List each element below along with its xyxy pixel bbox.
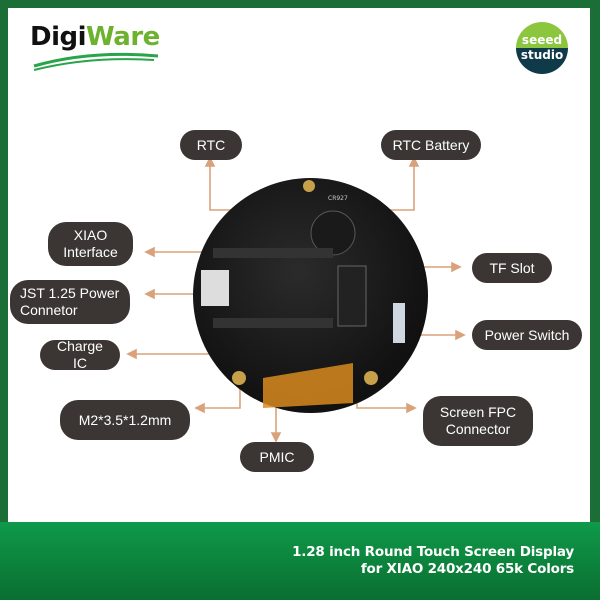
xiao-line1: XIAO <box>73 227 108 243</box>
round-display-board: CR927 <box>193 178 428 413</box>
label-rtc-battery: RTC Battery <box>381 130 481 160</box>
label-pmic: PMIC <box>240 442 314 472</box>
label-power-switch: Power Switch <box>472 320 582 350</box>
studio-text: studio <box>520 48 564 62</box>
logo-ware: Ware <box>86 22 160 52</box>
seeed-text: seeed <box>521 33 563 47</box>
jst-line1: JST 1.25 Power <box>20 285 120 301</box>
logo-swoosh-icon <box>33 52 159 71</box>
digiware-logo: DigiWare <box>30 22 170 72</box>
logo-digi: Digi <box>30 22 87 52</box>
product-title: 1.28 inch Round Touch Screen Display for… <box>292 544 574 578</box>
label-screw: M2*3.5*1.2mm <box>60 400 190 440</box>
label-tf-slot: TF Slot <box>472 253 552 283</box>
fpc-line1: Screen FPC <box>439 404 517 420</box>
label-rtc: RTC <box>180 130 242 160</box>
board-graphic: CR927 <box>201 180 405 408</box>
product-title-line2: for XIAO 240x240 65k Colors <box>360 561 574 577</box>
footer-banner: 1.28 inch Round Touch Screen Display for… <box>0 522 600 600</box>
seeed-studio-logo: seeed studio <box>516 22 568 74</box>
battery-label: CR927 <box>328 195 348 202</box>
jst-line2: Connetor <box>20 302 78 318</box>
label-charge-ic: Charge IC <box>40 338 120 371</box>
product-title-line1: 1.28 inch Round Touch Screen Display <box>292 544 574 560</box>
xiao-line2: Interface <box>63 244 118 260</box>
fpc-line2: Connector <box>445 421 511 437</box>
